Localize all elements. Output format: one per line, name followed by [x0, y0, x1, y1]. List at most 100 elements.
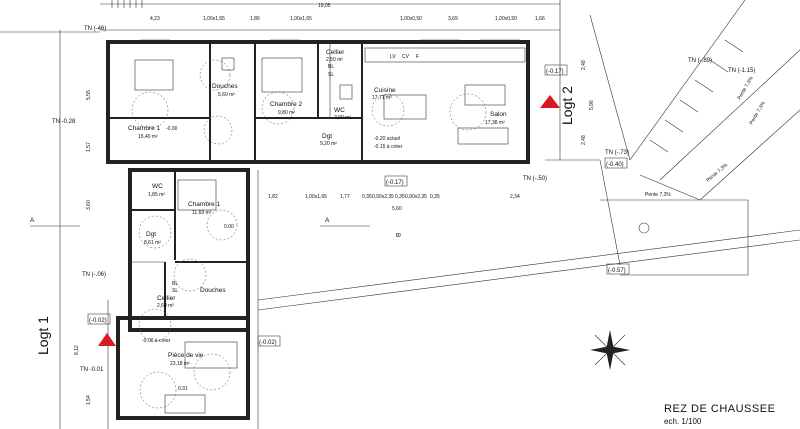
slope-label-1: Pente 7,3%	[749, 100, 767, 126]
top-boundary	[0, 0, 560, 33]
slope-label-3: Pente 7,3%	[645, 192, 671, 198]
dim-top-7: 1,66	[535, 16, 545, 22]
parcel-lines	[59, 0, 800, 429]
accessibility-icon	[638, 222, 650, 234]
appliance-cv: CV	[402, 54, 410, 60]
dim-top-1: 1,00x1,65	[203, 16, 225, 22]
ramp-driveway	[589, 0, 800, 201]
logt2-turning-circles	[131, 59, 487, 145]
dim-mid-5: 0,35	[395, 194, 405, 200]
room-cellier-bottom-area: 2,60 m²	[157, 303, 174, 309]
room-salon-area: 17,38 m²	[485, 120, 505, 126]
dim-top-total: 19,05	[318, 3, 331, 9]
dim-right-0: 2,48	[581, 60, 587, 70]
dim-mid-0: 1,82	[268, 194, 278, 200]
sheet-title: REZ DE CHAUSSEE	[664, 403, 775, 415]
room-cuisine-area: 17,71 m²	[372, 95, 392, 101]
room-labels: Chambre 1 15,40 m² Douches 5,60 m² Chamb…	[128, 49, 507, 367]
dim-top-5: 3,69	[448, 16, 458, 22]
room-cuisine-name: Cuisine	[374, 87, 396, 94]
tn-box-2: (-0.40)	[606, 162, 624, 168]
level-bottom-piece: -0.00 à créer	[142, 338, 171, 344]
room-wc-bottom-area: 1,85 m²	[148, 192, 165, 198]
room-cellier-top-name: Cellier	[326, 49, 345, 56]
room-wc-bottom-name: WC	[152, 183, 163, 190]
small-label-3: SL	[172, 288, 178, 294]
section-mark-a-right: A	[325, 217, 330, 224]
tn-marker-1: TN -0.28	[52, 119, 76, 125]
logt2-label: Logt 2	[559, 86, 575, 125]
small-label-1: SL	[328, 72, 334, 78]
dim-left-3: 8,12	[74, 345, 80, 355]
room-wc-top-name: WC	[334, 107, 345, 114]
room-chambre2-name: Chambre 2	[270, 101, 303, 108]
room-piece-de-vie-area: 23,18 m²	[170, 361, 190, 367]
level-bottom-piece-val: 0.31	[178, 386, 188, 392]
slope-label-0: Pente 7,3%	[737, 75, 755, 101]
tn-markers: TN (-46) TN -0.28 TN (-.06) TN -0.01 TN …	[52, 26, 755, 373]
tn-box-5: (-0.02)	[259, 340, 277, 346]
room-chambre2-area: 9,80 m²	[278, 110, 295, 116]
dim-right-1: 5,96	[589, 100, 595, 110]
dim-top-6: 1,00x0,50	[495, 16, 517, 22]
logt1-label: Logt 1	[35, 316, 51, 355]
level-top-chambre1: -0.00	[166, 126, 178, 132]
logt1-turning-circles	[138, 209, 238, 409]
logt2-walls	[106, 39, 530, 164]
entrance-marker-logt1	[98, 333, 116, 346]
sheet-scale: ech. 1/100	[664, 417, 702, 426]
dim-mid-1: 1,00x1,65	[305, 194, 327, 200]
appliance-f: F	[416, 54, 419, 60]
tn-marker-3: TN -0.01	[80, 367, 104, 373]
room-douches-bottom-name: Douches	[200, 287, 226, 294]
room-dgt-top-area: 9,20 m²	[320, 141, 337, 147]
section-mark-b: B	[394, 233, 401, 237]
slope-label-2: Pente 7,3%	[705, 162, 729, 184]
section-mark-a-left: A	[30, 217, 35, 224]
room-cellier-bottom-name: Cellier	[157, 295, 176, 302]
room-chambre1-top-name: Chambre 1	[128, 125, 161, 132]
room-dgt-bottom-name: Dgt	[146, 231, 156, 238]
north-arrow-icon	[590, 330, 630, 370]
dim-mid-4: 0,90x2,35	[372, 194, 394, 200]
tn-box-4: (-0.02)	[89, 318, 107, 324]
dim-mid-3: 0,35	[362, 194, 372, 200]
dim-left-4: 1,54	[86, 395, 92, 405]
tn-box-values: (-0.17) (-0.17) (-0.40) (-0.57) (-0.02) …	[89, 69, 626, 346]
small-label-2: BL	[172, 281, 178, 287]
room-douches-top-name: Douches	[212, 83, 238, 90]
tn-box-3: (-0.57)	[608, 268, 626, 274]
room-dgt-bottom-area: 8,61 m²	[144, 240, 161, 246]
room-wc-top-area: 2,90 m²	[334, 115, 351, 121]
tn-marker-5: TN (-.50)	[523, 176, 547, 182]
room-douches-top-area: 5,60 m²	[218, 92, 235, 98]
level-top-cuisine-1: -0.20 actuel	[374, 136, 400, 142]
dim-mid-7: 0,35	[430, 194, 440, 200]
level-annotations: -0.00 -0.20 actuel -0.15 à créer -0.00 à…	[142, 126, 403, 392]
dim-top-0: 4,23	[150, 16, 160, 22]
tn-box-1: (-0.17)	[386, 180, 404, 186]
dim-mid-total: 5,60	[392, 206, 402, 212]
slope-labels: Pente 7,3% Pente 7,3% Pente 7,3% Pente 7…	[645, 75, 767, 198]
room-chambre1-bottom-area: 11,69 m²	[192, 210, 212, 216]
level-top-cuisine-2: -0.15 à créer	[374, 144, 403, 150]
room-piece-de-vie-name: Pièce de vie	[168, 352, 204, 359]
level-dgt: 0.00	[224, 224, 234, 230]
dim-right-2: 2,48	[581, 135, 587, 145]
tn-marker-0: TN (-46)	[84, 26, 106, 32]
room-chambre1-bottom-name: Chambre 1	[188, 201, 221, 208]
dim-top-3: 1,00x1,65	[290, 16, 312, 22]
logt1-walls	[116, 168, 250, 420]
appliance-labels: LV CV F	[390, 54, 419, 60]
room-dgt-top-name: Dgt	[322, 133, 332, 140]
tn-box-frames	[87, 64, 630, 347]
logt2-furniture	[134, 57, 509, 145]
dimension-texts: 4,23 1,00x1,65 1,86 1,00x1,65 1,00x0,50 …	[74, 3, 595, 405]
room-cellier-top-area: 2,50 m²	[326, 57, 343, 63]
tn-marker-7: TN (-1.15)	[728, 68, 755, 74]
tn-box-0: (-0.17)	[546, 69, 564, 75]
tn-marker-6: TN (-.89)	[688, 58, 712, 64]
dim-mid-6: 0,90x2,35	[405, 194, 427, 200]
dim-left-1: 1,57	[86, 142, 92, 152]
